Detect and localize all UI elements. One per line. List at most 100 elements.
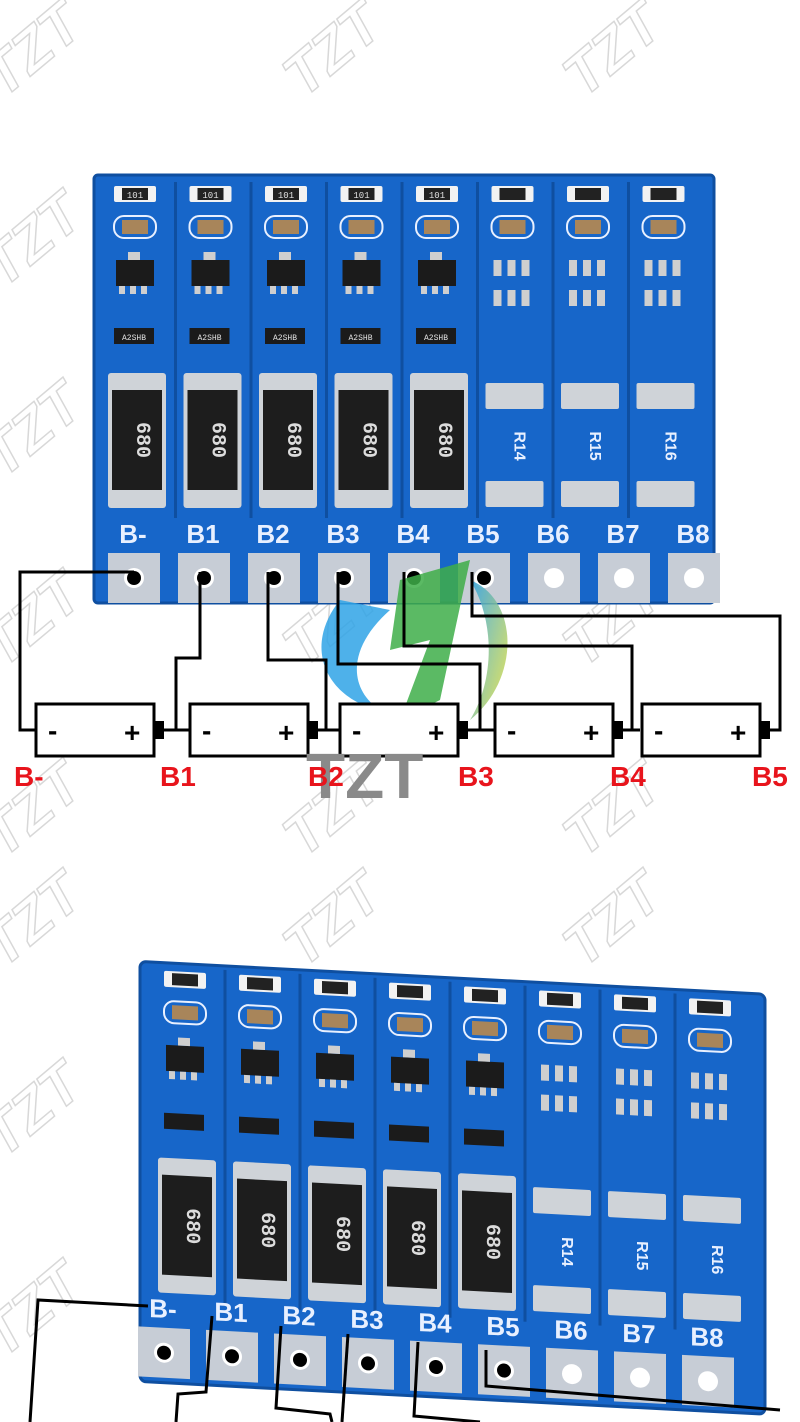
mosfet [340, 328, 381, 344]
smd-resistor-body [247, 977, 273, 991]
shunt-resistor [338, 390, 389, 490]
wire [412, 1341, 481, 1422]
solder-pad: B- [108, 519, 160, 603]
cell-label: B4 [610, 761, 646, 792]
ic-chip [241, 1048, 279, 1077]
empty-pad [608, 1289, 666, 1318]
shunt-resistor [414, 390, 464, 490]
capacitor-outline [264, 215, 308, 239]
battery-cell: -+ [338, 702, 468, 758]
resistor-marking: 680 [405, 1219, 428, 1256]
component-columns: 101A2SHB680101A2SHB680101A2SHB680101A2SH… [108, 182, 695, 518]
logo-arrow-icon [390, 560, 470, 720]
wire-joint [157, 1345, 171, 1360]
pad-label: B3 [326, 519, 359, 549]
capacitor [547, 1024, 573, 1041]
smd-marking: 101 [429, 191, 445, 201]
pad-hole [630, 1367, 650, 1388]
empty-pad [608, 1191, 666, 1220]
pad-label: B4 [418, 1307, 452, 1339]
pad-label: B6 [536, 519, 569, 549]
shunt-resistor [387, 1186, 437, 1290]
pad-label: B5 [466, 519, 499, 549]
capacitor [322, 1013, 348, 1029]
cell-minus: - [507, 715, 516, 746]
smd-marking: 101 [127, 191, 143, 201]
shunt-resistor [162, 1174, 212, 1278]
smd-resistor-body [172, 973, 198, 987]
solder-pad: B7 [598, 519, 650, 603]
cell-plus: + [124, 717, 140, 748]
shunt-resistor [187, 390, 238, 490]
capacitor-outline [188, 215, 233, 239]
wire [266, 572, 340, 732]
resistor-marking: 680 [281, 422, 304, 458]
capacitor [122, 220, 148, 234]
smd-resistor-body [697, 1000, 723, 1015]
watermark-text: TZT [0, 0, 97, 109]
capacitor-outline [613, 1023, 657, 1050]
resistor-marking: 680 [432, 422, 455, 458]
cell-terminal [613, 721, 623, 739]
wire-joint [477, 571, 491, 585]
wire [18, 570, 134, 732]
pad-label: B- [119, 519, 146, 549]
capacitor-outline [339, 215, 384, 239]
mosfet-marking: A2SHB [348, 334, 372, 343]
resistor-marking: 680 [330, 1215, 353, 1252]
wire [484, 1350, 781, 1412]
battery-cells: -+-+-+-+-+ [34, 702, 770, 758]
pad-hole [562, 1364, 582, 1385]
solder-pad: B1 [178, 519, 230, 603]
shunt-resistor [312, 1182, 362, 1286]
ic-chip [191, 260, 230, 286]
battery-cell: -+ [640, 702, 770, 758]
resistor-marking: 680 [480, 1223, 503, 1260]
component-column: R16 [673, 993, 741, 1330]
pad-label: B3 [350, 1304, 383, 1336]
wire-joint [293, 1352, 307, 1367]
cell-plus: + [428, 717, 444, 748]
watermark-text: TZT [0, 857, 97, 978]
solder-pad: B7 [614, 1318, 666, 1405]
solder-pad: B1 [206, 1296, 258, 1383]
capacitor-outline [313, 1008, 357, 1034]
cell-body [34, 702, 156, 758]
capacitor-outline [463, 1015, 507, 1042]
pad-label: B8 [690, 1321, 723, 1353]
resistor-label: R15 [586, 431, 603, 460]
watermark-text: TZT [271, 0, 398, 109]
capacitor-outline [163, 1000, 207, 1026]
wire [274, 1325, 334, 1422]
solder-pad: B- [138, 1293, 190, 1380]
solder-pad: B5 [478, 1311, 530, 1397]
empty-pad [683, 1293, 741, 1322]
ic-chip [466, 1060, 504, 1089]
empty-pad [636, 481, 695, 507]
pad-label: B6 [554, 1314, 587, 1346]
cell-minus: - [352, 715, 361, 746]
pad-hole [614, 568, 634, 588]
mosfet [164, 1112, 204, 1131]
capacitor [697, 1032, 723, 1049]
capacitor-outline [415, 215, 459, 239]
cell-body [640, 702, 762, 758]
wire [174, 572, 202, 732]
battery-cell: -+ [34, 702, 164, 758]
capacitor-outline [538, 1019, 582, 1046]
shunt-resistor [263, 390, 313, 490]
component-column: R14 [523, 985, 591, 1322]
resistor-label: R14 [558, 1237, 575, 1267]
solder-pad: B6 [528, 519, 580, 603]
component-column: 680 [373, 977, 441, 1314]
component-column: 680 [223, 969, 291, 1307]
cell-label: B1 [160, 761, 196, 792]
cell-label: B2 [308, 761, 344, 792]
cell-body [188, 702, 310, 758]
smd-resistor-body [547, 992, 573, 1007]
cell-plus: + [583, 717, 599, 748]
pad-label: B4 [396, 519, 430, 549]
watermark-text: TZT [0, 557, 97, 678]
